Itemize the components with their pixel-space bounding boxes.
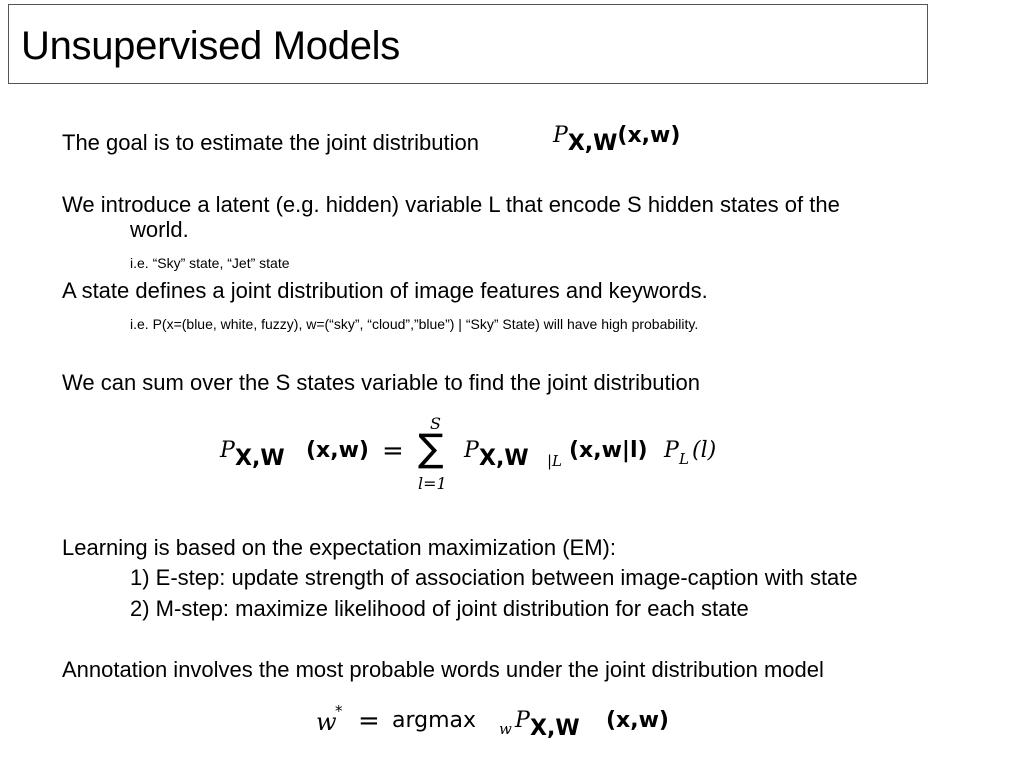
title-box: Unsupervised Models <box>8 4 928 84</box>
joint-distribution-formula: PX,W(x,w) <box>553 123 681 156</box>
annotation-line: Annotation involves the most probable wo… <box>62 657 824 682</box>
state-example: i.e. P(x=(blue, white, fuzzy), w=(“sky”,… <box>130 316 699 332</box>
sum-formula: P X,W (x,w) = S ∑ l=1 P X,W |L (x,w|l) P… <box>220 414 717 493</box>
argmax-formula: w * = argmax w P X,W (x,w) <box>316 702 669 741</box>
slide-title: Unsupervised Models <box>21 24 400 68</box>
state-definition-line: A state defines a joint distribution of … <box>62 278 708 303</box>
learning-line: Learning is based on the expectation max… <box>62 535 616 560</box>
latent-line-1: We introduce a latent (e.g. hidden) vari… <box>62 192 840 217</box>
goal-line: The goal is to estimate the joint distri… <box>62 130 479 156</box>
m-step-line: 2) M-step: maximize likelihood of joint … <box>130 596 749 621</box>
sum-over-line: We can sum over the S states variable to… <box>62 370 700 395</box>
e-step-line: 1) E-step: update strength of associatio… <box>130 565 858 590</box>
latent-line-2: world. <box>130 217 189 242</box>
goal-text: The goal is to estimate the joint distri… <box>62 130 480 155</box>
latent-example: i.e. “Sky” state, “Jet” state <box>130 255 290 271</box>
